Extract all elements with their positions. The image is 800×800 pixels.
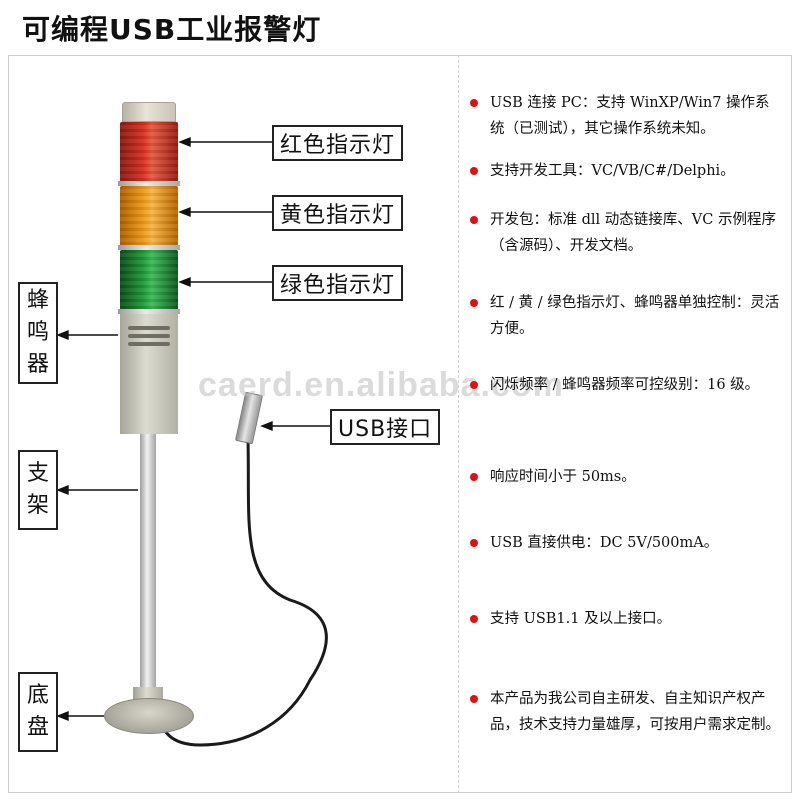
page-title: 可编程USB工业报警灯 bbox=[22, 13, 322, 46]
feature-item: USB 连接 PC：支持 WinXP/Win7 操作系统（已测试），其它操作系统… bbox=[470, 90, 780, 142]
content-frame bbox=[8, 55, 792, 793]
tower-cap bbox=[122, 102, 176, 122]
label-base: 底 盘 bbox=[18, 672, 58, 752]
bullet-icon bbox=[470, 539, 478, 547]
tower-ring bbox=[118, 181, 180, 186]
base-plate bbox=[104, 698, 194, 734]
bullet-icon bbox=[470, 216, 478, 224]
bullet-icon bbox=[470, 615, 478, 623]
label-buzzer: 蜂 鸣 器 bbox=[18, 282, 58, 384]
label-green-light: 绿色指示灯 bbox=[272, 265, 404, 301]
feature-item: 支持开发工具：VC/VB/C#/Delphi。 bbox=[470, 158, 780, 184]
bullet-icon bbox=[470, 473, 478, 481]
feature-item: 闪烁频率 / 蜂鸣器频率可控级别：16 级。 bbox=[470, 372, 780, 398]
feature-item: 本产品为我公司自主研发、自主知识产权产品，技术支持力量雄厚，可按用户需求定制。 bbox=[470, 686, 780, 738]
feature-item: 响应时间小于 50ms。 bbox=[470, 464, 780, 490]
feature-item: 支持 USB1.1 及以上接口。 bbox=[470, 606, 780, 632]
label-red-light: 红色指示灯 bbox=[272, 125, 404, 161]
feature-item: USB 直接供电：DC 5V/500mA。 bbox=[470, 530, 780, 556]
bullet-icon bbox=[470, 99, 478, 107]
usb-cable bbox=[158, 439, 328, 747]
bullet-icon bbox=[470, 695, 478, 703]
watermark-text: caerd.en.alibaba.com bbox=[198, 366, 564, 404]
label-usb-port: USB接口 bbox=[330, 409, 441, 445]
bullet-icon bbox=[470, 167, 478, 175]
stand-pole bbox=[140, 434, 156, 724]
label-yellow-light: 黄色指示灯 bbox=[272, 195, 404, 231]
feature-item: 开发包：标准 dll 动态链接库、VC 示例程序（含源码）、开发文档。 bbox=[470, 207, 780, 259]
green-light-segment bbox=[120, 250, 178, 310]
red-light-segment bbox=[120, 122, 178, 182]
buzzer-segment bbox=[120, 314, 178, 434]
yellow-light-segment bbox=[120, 186, 178, 246]
column-divider bbox=[458, 55, 459, 793]
label-stand: 支 架 bbox=[18, 450, 58, 530]
feature-item: 红 / 黄 / 绿色指示灯、蜂鸣器单独控制：灵活方便。 bbox=[470, 290, 780, 342]
tower-ring bbox=[118, 309, 180, 314]
bullet-icon bbox=[470, 299, 478, 307]
tower-ring bbox=[118, 245, 180, 250]
bullet-icon bbox=[470, 381, 478, 389]
